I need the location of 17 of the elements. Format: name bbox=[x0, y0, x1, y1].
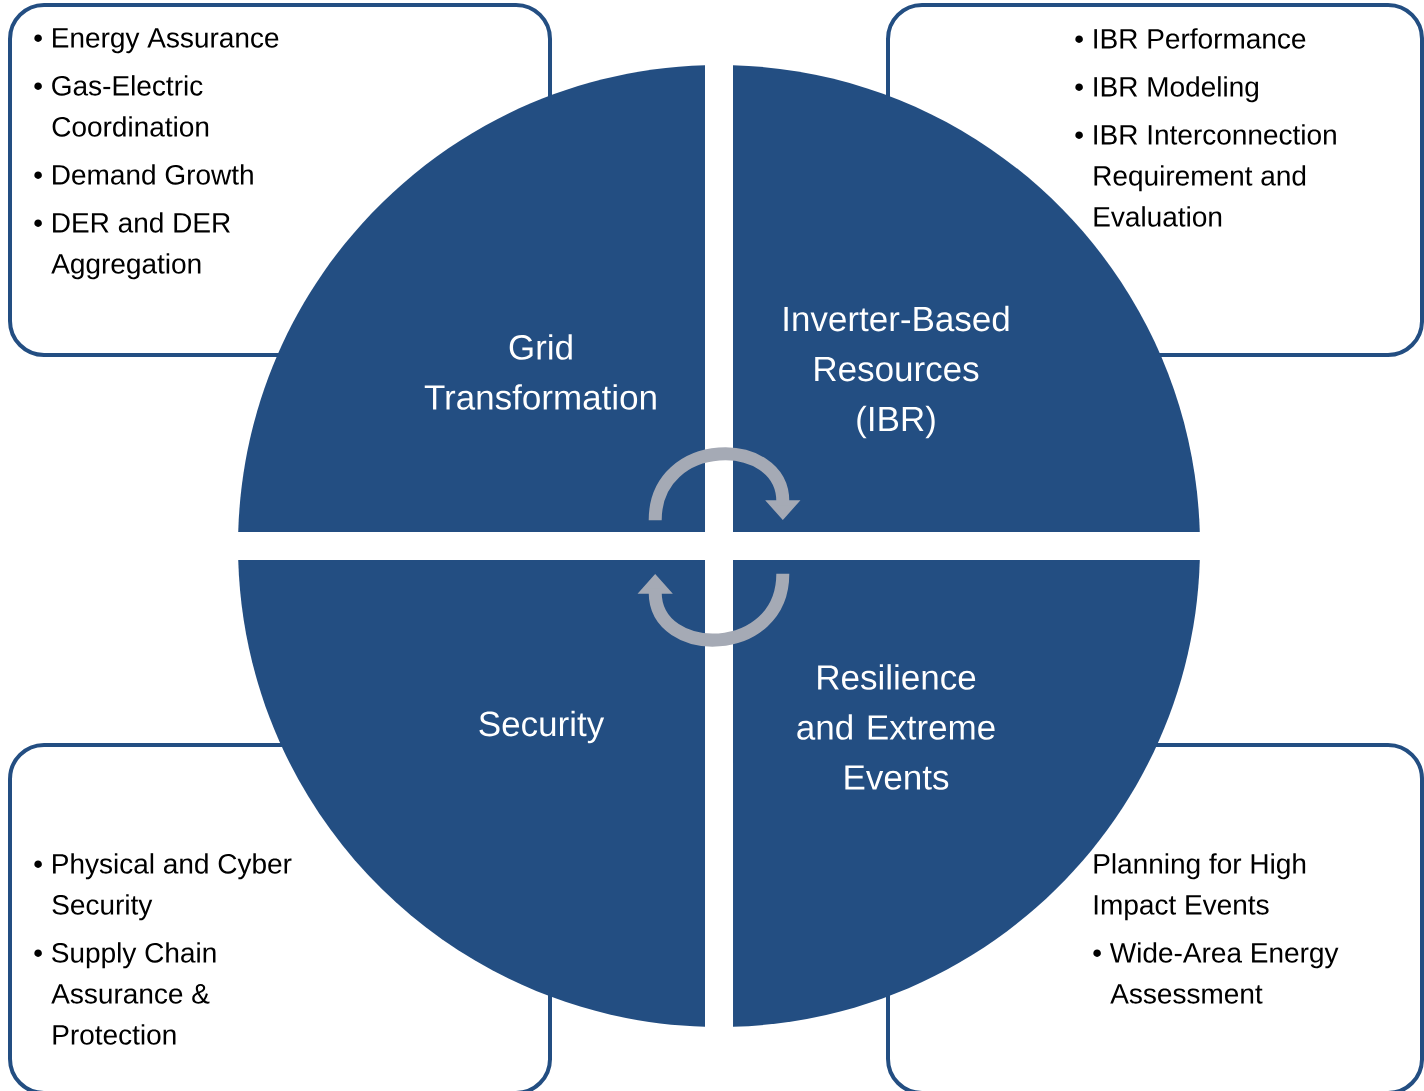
list-item: • IBR Modeling bbox=[1075, 76, 1258, 103]
list-item: • Energy Assurance bbox=[34, 28, 279, 54]
list-item: • Demand Growth bbox=[34, 164, 253, 185]
list-item: • Wide-Area Energy Assessment bbox=[1093, 942, 1339, 1004]
segment-label: Resilience and Extreme Events bbox=[797, 664, 995, 790]
segment-label: Inverter-Based Resources (IBR) bbox=[784, 305, 1009, 439]
list-item: • IBR Interconnection Requirement and Evaluation bbox=[1075, 124, 1336, 227]
list-item: Planning for High Impact Events bbox=[1094, 853, 1306, 921]
segment-label: Grid Transformation bbox=[424, 334, 656, 410]
list-item: • Supply Chain Assurance & Protection bbox=[34, 942, 216, 1045]
list-item: • Gas-Electric Coordination bbox=[34, 75, 209, 137]
list-item: • IBR Performance bbox=[1075, 28, 1306, 49]
list-item: • Physical and Cyber Security bbox=[34, 853, 292, 921]
segment-label: Security bbox=[479, 710, 605, 744]
list-item: • DER and DER Aggregation bbox=[34, 212, 230, 280]
curved-arrow bbox=[648, 447, 801, 521]
curved-arrow bbox=[637, 572, 790, 647]
